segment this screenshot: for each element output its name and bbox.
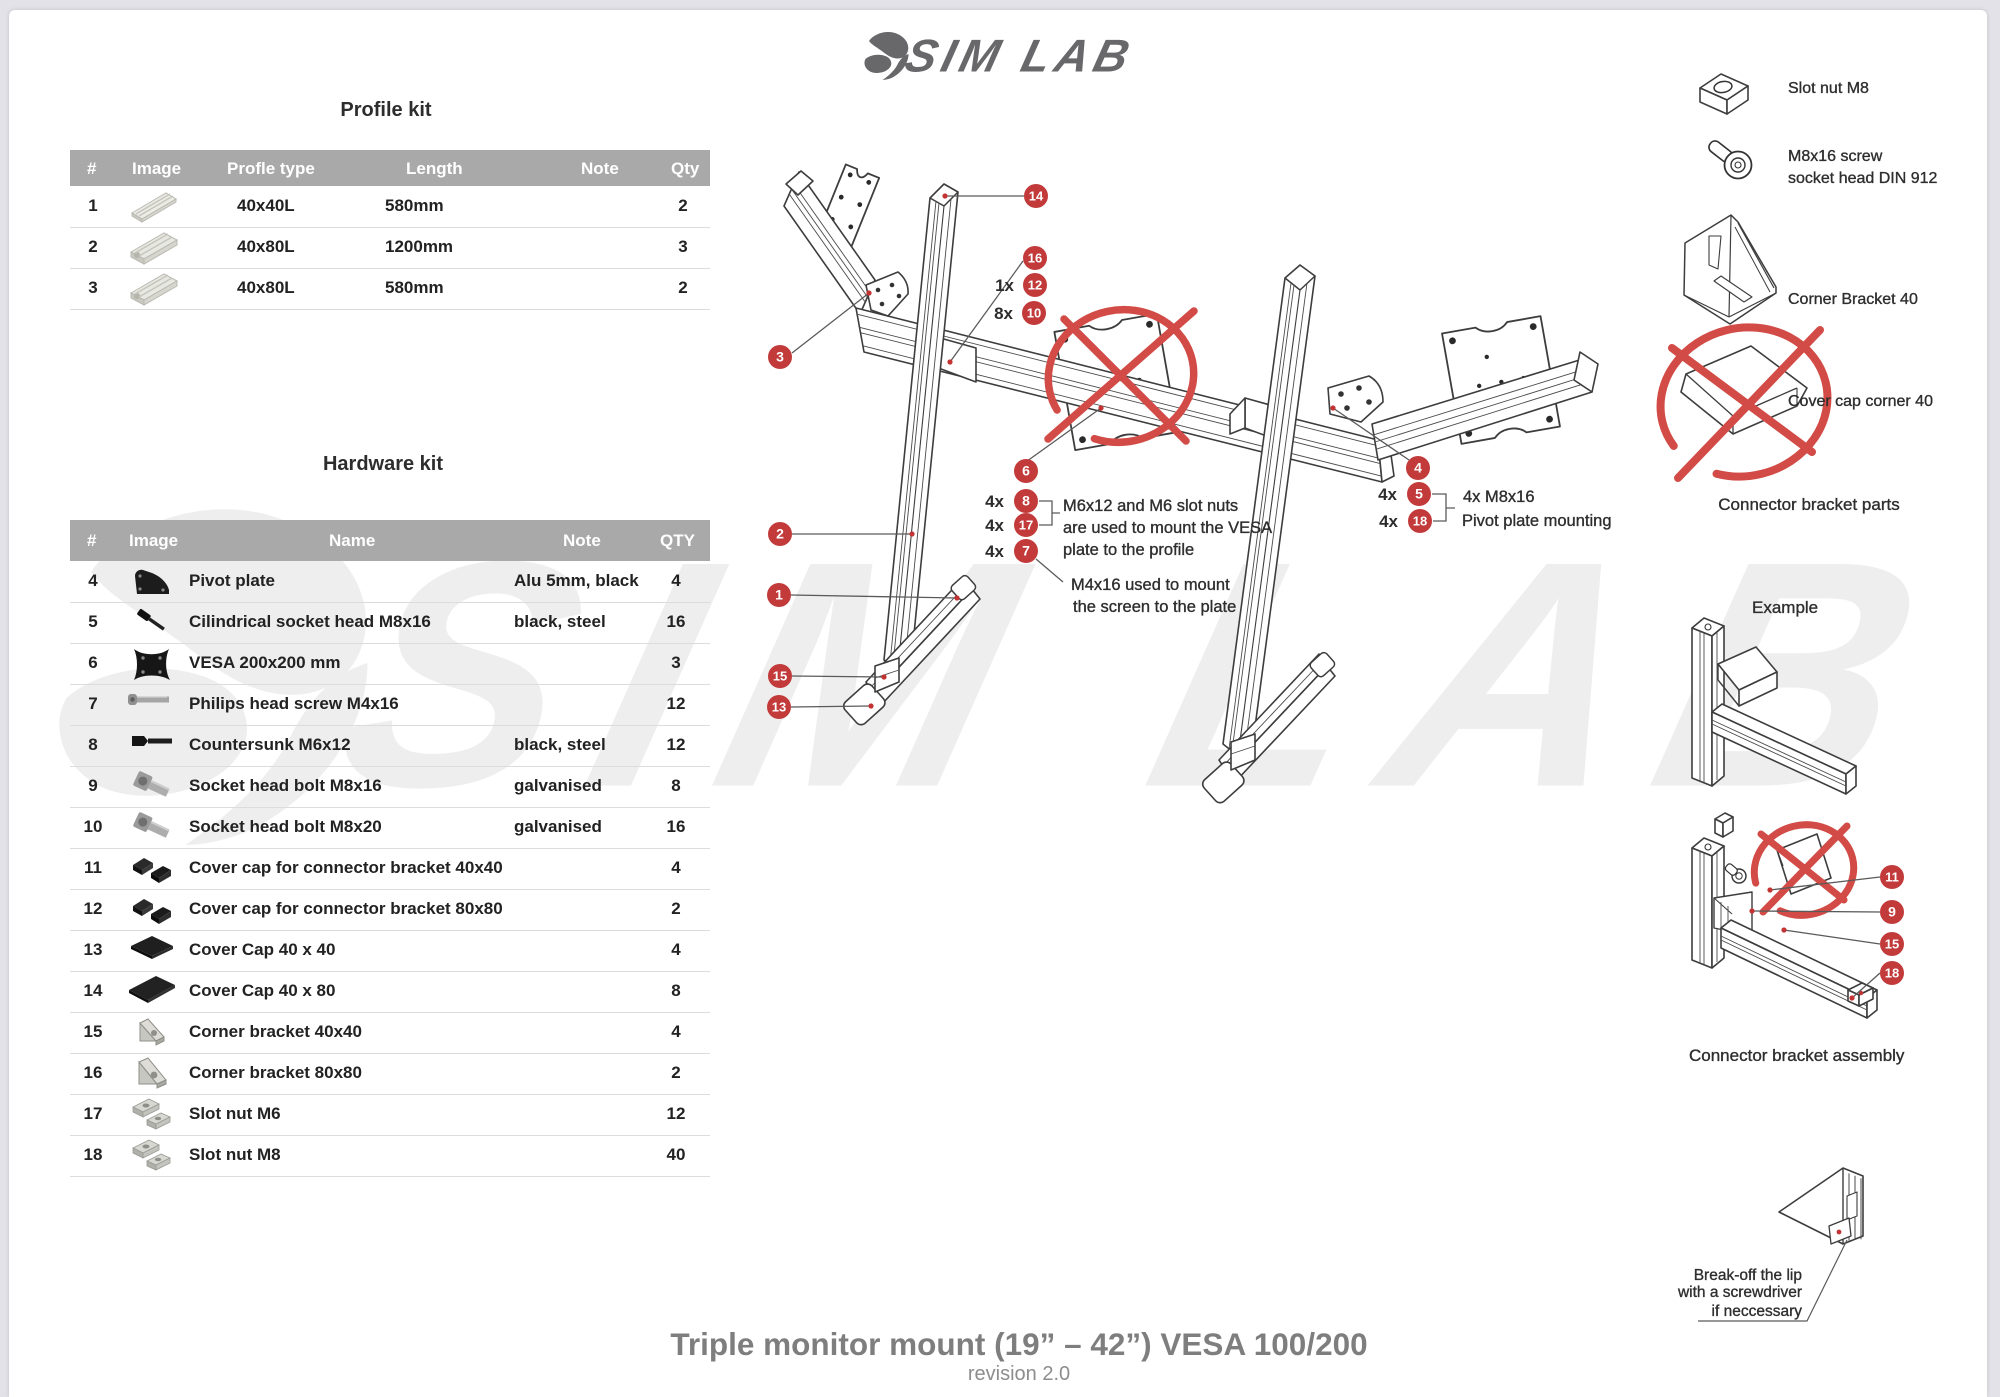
svg-text:M6x12 and M6 slot nuts: M6x12 and M6 slot nuts (1063, 497, 1238, 515)
svg-text:1: 1 (775, 587, 783, 603)
svg-text:7: 7 (1022, 543, 1030, 559)
svg-text:8: 8 (1022, 493, 1030, 509)
svg-text:18: 18 (1413, 514, 1427, 529)
svg-text:5: 5 (1415, 486, 1423, 502)
svg-text:17: 17 (1019, 518, 1033, 533)
svg-text:4x M8x16: 4x M8x16 (1463, 488, 1535, 506)
svg-text:16: 16 (1028, 251, 1042, 266)
svg-text:4: 4 (1414, 460, 1422, 476)
svg-text:4x: 4x (985, 492, 1004, 511)
svg-text:with a screwdriver: with a screwdriver (1677, 1284, 1802, 1301)
svg-text:4x: 4x (1379, 512, 1398, 531)
svg-text:4x: 4x (985, 516, 1004, 535)
svg-text:13: 13 (772, 700, 786, 715)
svg-text:Slot nut M8: Slot nut M8 (1788, 80, 1869, 97)
svg-text:Connector bracket parts: Connector bracket parts (1718, 495, 1899, 514)
svg-text:18: 18 (1885, 966, 1899, 981)
svg-text:if neccessary: if neccessary (1712, 1303, 1803, 1320)
svg-text:14: 14 (1029, 189, 1044, 204)
svg-text:2: 2 (776, 526, 784, 542)
svg-text:4x: 4x (985, 542, 1004, 561)
svg-text:4x: 4x (1378, 485, 1397, 504)
svg-text:M4x16 used to mount: M4x16 used to mount (1071, 576, 1230, 594)
svg-text:6: 6 (1022, 463, 1030, 479)
svg-text:15: 15 (1885, 937, 1899, 952)
svg-text:8x: 8x (994, 304, 1013, 323)
svg-text:1x: 1x (995, 276, 1014, 295)
svg-text:Break-off the lip: Break-off the lip (1694, 1267, 1802, 1284)
svg-text:Example: Example (1752, 598, 1818, 617)
svg-text:are used to mount the VESA: are used to mount the VESA (1063, 519, 1272, 537)
svg-text:12: 12 (1028, 278, 1042, 293)
svg-text:11: 11 (1885, 870, 1899, 885)
svg-text:socket head DIN 912: socket head DIN 912 (1788, 170, 1938, 187)
svg-text:SIM LAB: SIM LAB (900, 30, 1140, 81)
svg-text:9: 9 (1888, 904, 1896, 920)
svg-text:Corner Bracket 40: Corner Bracket 40 (1788, 291, 1918, 308)
svg-text:15: 15 (773, 669, 787, 684)
svg-text:M8x16 screw: M8x16 screw (1788, 148, 1883, 165)
svg-text:Connector bracket assembly: Connector bracket assembly (1689, 1046, 1905, 1065)
svg-text:Pivot plate mounting: Pivot plate mounting (1462, 512, 1612, 530)
svg-text:3: 3 (776, 349, 784, 365)
svg-text:plate to the profile: plate to the profile (1063, 541, 1194, 559)
svg-text:the screen to the plate: the screen to the plate (1073, 598, 1236, 616)
svg-text:Cover cap corner 40: Cover cap corner 40 (1788, 393, 1933, 410)
svg-text:10: 10 (1027, 306, 1041, 321)
